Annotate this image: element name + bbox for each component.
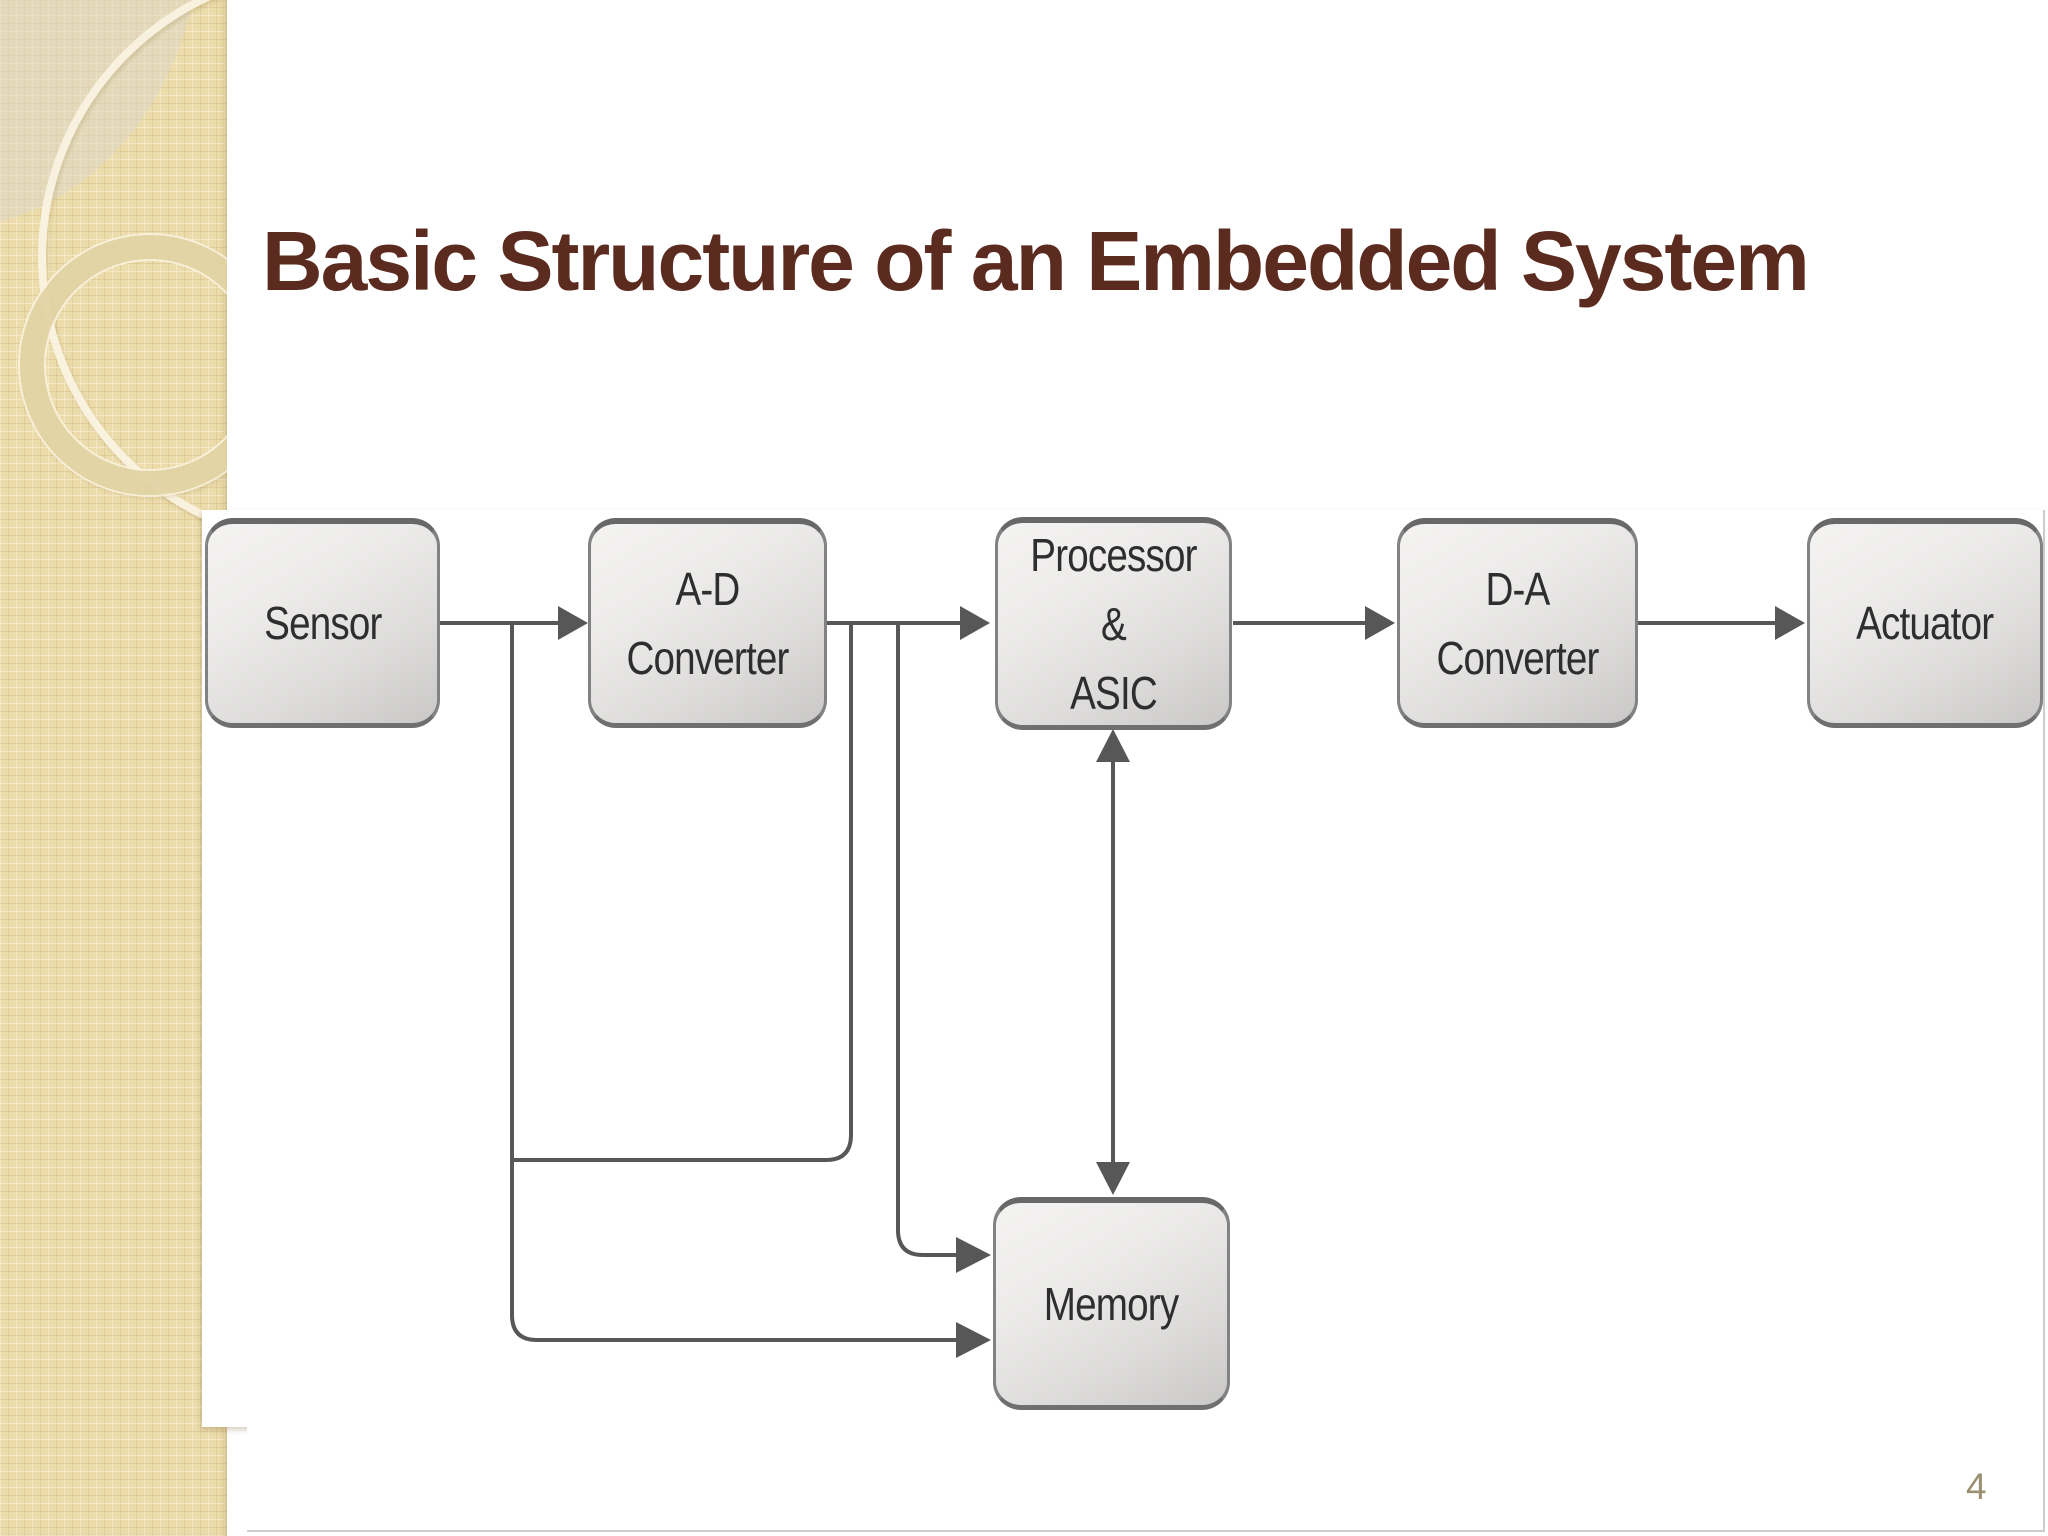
node-sensor-label: Sensor bbox=[263, 597, 382, 649]
node-sensor: Sensor bbox=[205, 518, 440, 728]
arrowhead-actuator bbox=[1775, 606, 1805, 640]
node-ad-converter-label: A-D Converter bbox=[626, 562, 789, 684]
arrowhead-processor bbox=[960, 606, 990, 640]
arrowhead-memory-down bbox=[1096, 1162, 1130, 1195]
node-processor-asic-label: Processor & ASIC bbox=[1030, 528, 1197, 719]
decorative-side-strip bbox=[0, 0, 227, 1536]
node-processor-asic: Processor & ASIC bbox=[995, 517, 1232, 730]
page-number: 4 bbox=[1966, 1466, 1987, 1507]
arrowhead-memory-upper bbox=[956, 1237, 991, 1273]
node-memory-label: Memory bbox=[1044, 1277, 1179, 1330]
arrowhead-adc bbox=[558, 606, 588, 640]
arrowhead-memory-lower bbox=[956, 1322, 991, 1358]
node-ad-converter: A-D Converter bbox=[588, 518, 827, 728]
slide-title: Basic Structure of an Embedded System bbox=[262, 214, 1810, 308]
node-da-converter-label: D-A Converter bbox=[1436, 562, 1599, 684]
edge-adc-junction bbox=[514, 623, 853, 1162]
edge-sensor-memory bbox=[510, 623, 958, 1342]
node-memory: Memory bbox=[993, 1197, 1230, 1410]
edge-adc-memory bbox=[896, 623, 958, 1257]
arrowhead-dac bbox=[1365, 606, 1395, 640]
node-actuator: Actuator bbox=[1807, 518, 2043, 728]
node-actuator-label: Actuator bbox=[1856, 597, 1994, 649]
arrowhead-processor-up bbox=[1096, 729, 1130, 762]
node-da-converter: D-A Converter bbox=[1397, 518, 1638, 728]
